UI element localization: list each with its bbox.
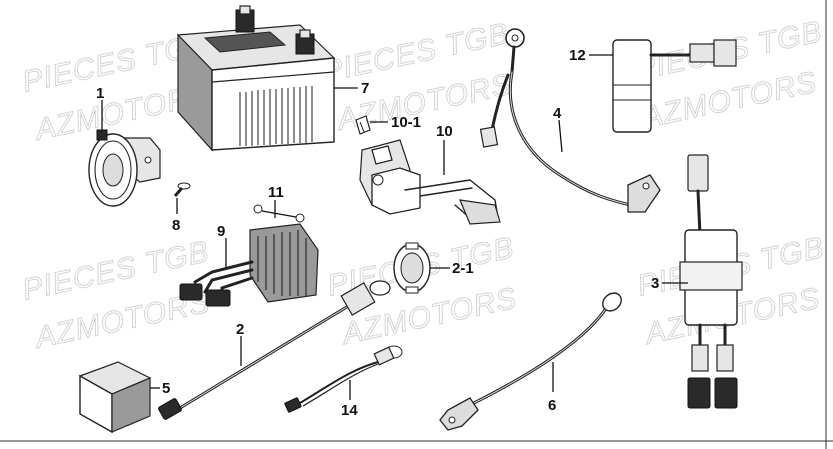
callout-cdi-unit: 3: [651, 275, 659, 292]
callout-starter-relay: 12: [569, 47, 586, 64]
callout-relay: 5: [162, 380, 170, 397]
relay-drawing: [78, 361, 152, 434]
callout-fuse-holder: 10: [436, 123, 453, 140]
wire-harness-drawing: [158, 280, 391, 420]
callout-fuse-cap: 2-1: [452, 260, 474, 277]
ground-cable-drawing: [439, 292, 622, 431]
callout-horn: 1: [96, 85, 104, 102]
regulator-bolt-drawing: [253, 204, 305, 223]
callout-regulator: 9: [217, 223, 225, 240]
regulator-drawing: [179, 223, 319, 307]
sub-harness-drawing: [284, 345, 403, 413]
fuse-clip-drawing: [355, 115, 371, 135]
battery-drawing: [176, 5, 336, 152]
battery-cable-drawing: [479, 28, 661, 213]
horn-screw-drawing: [173, 182, 191, 197]
horn-drawing: [88, 129, 161, 207]
callout-ground-cable: 6: [548, 397, 556, 414]
cdi-unit-drawing: [679, 154, 743, 409]
callout-wire-harness: 2: [236, 321, 244, 338]
fuse-holder-drawing: [359, 139, 501, 225]
callout-battery: 7: [361, 80, 369, 97]
callout-battery-cable: 4: [553, 105, 562, 122]
callout-horn-screw: 8: [172, 217, 180, 234]
callout-regulator-bolt: 11: [268, 184, 284, 201]
starter-relay-drawing: [612, 39, 737, 133]
fuse-cap-drawing: [393, 242, 431, 294]
callout-fuse-clip: 10-1: [391, 114, 421, 131]
battery-cable-leader: [558, 119, 563, 153]
callout-sub-harness: 14: [341, 402, 358, 419]
regulator-bolt-leader-cross: [261, 210, 297, 218]
